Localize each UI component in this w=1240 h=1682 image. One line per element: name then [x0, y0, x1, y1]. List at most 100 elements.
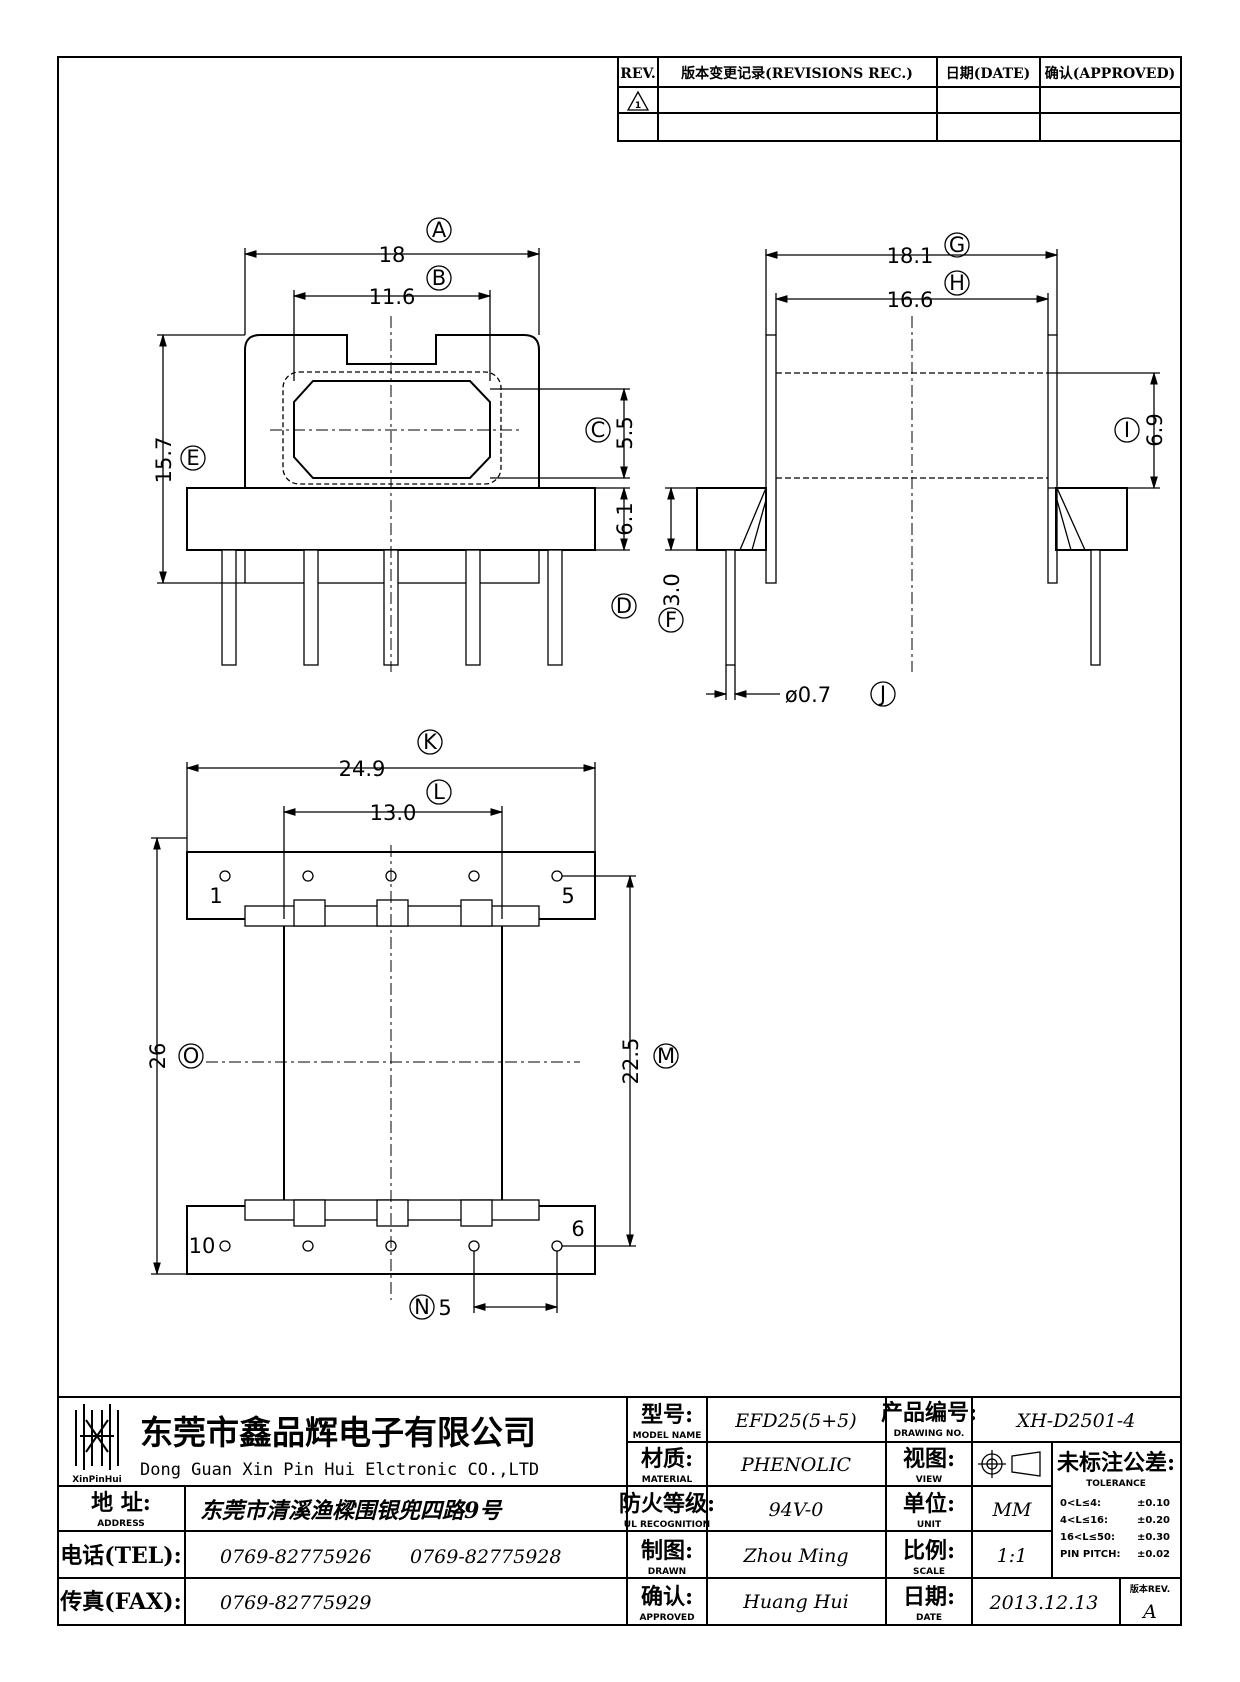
tolerance-range-3: 16<L≤50:: [1060, 1532, 1115, 1543]
rev-header: REV.: [620, 66, 656, 82]
dimension-O-value: 26: [146, 1043, 170, 1070]
approved-label: 确认:: [641, 1584, 693, 1610]
dimension-D-letter: D: [616, 594, 632, 618]
revision-triangle-icon: 1: [626, 90, 650, 111]
svg-text:DATE: DATE: [916, 1613, 942, 1623]
dimension-A-value: 18: [379, 243, 406, 267]
svg-text:1: 1: [635, 101, 641, 111]
pin-10-label: 10: [189, 1234, 216, 1258]
dimension-B-value: 11.6: [369, 285, 416, 309]
tolerance-value-2: ±0.20: [1137, 1515, 1170, 1526]
front-view-dimensions: 18 A 11.6 B 5.5 C 6.1 D 15.7 E: [152, 217, 637, 619]
dimension-B-letter: B: [432, 266, 446, 290]
date-header: 日期(DATE): [946, 66, 1031, 82]
dimension-E-value: 15.7: [152, 437, 176, 484]
drawn-value: Zhou Ming: [742, 1545, 848, 1567]
company-name-en: Dong Guan Xin Pin Hui Elctronic CO.,LTD: [140, 1460, 539, 1480]
bottom-view-dimensions: 24.9 K 13.0 L 22.5 M 5 N 26 O: [146, 729, 679, 1320]
third-angle-projection-icon: [978, 1450, 1041, 1478]
svg-text:DRAWN: DRAWN: [648, 1567, 686, 1577]
model-label: 型号:: [641, 1402, 693, 1428]
title-block: XinPinHui 东莞市鑫品辉电子有限公司 Dong Guan Xin Pin…: [58, 1396, 1181, 1625]
pin-1-label: 1: [209, 884, 222, 908]
dimension-O-letter: O: [183, 1044, 200, 1068]
svg-text:DRAWING NO.: DRAWING NO.: [894, 1429, 965, 1439]
company-name-cn: 东莞市鑫品辉电子有限公司: [140, 1413, 536, 1452]
svg-text:TOLERANCE: TOLERANCE: [1086, 1479, 1146, 1489]
rev-value: A: [1141, 1601, 1157, 1623]
tolerance-value-3: ±0.30: [1137, 1532, 1170, 1543]
tolerance-range-1: 0<L≤4:: [1060, 1498, 1101, 1509]
svg-text:MODEL NAME: MODEL NAME: [633, 1431, 702, 1441]
svg-text:VIEW: VIEW: [916, 1475, 942, 1485]
front-view: [186, 316, 596, 672]
ul-value: 94V-0: [769, 1499, 824, 1521]
bottom-view: 1 5 10 6: [186, 845, 596, 1300]
dimension-M-value: 22.5: [619, 1038, 643, 1085]
dimension-H-value: 16.6: [887, 288, 934, 312]
dimension-H-letter: H: [949, 271, 965, 295]
svg-text:SCALE: SCALE: [913, 1567, 945, 1577]
fax-value: 0769-82775929: [220, 1592, 371, 1614]
dimension-D-value: 6.1: [613, 502, 637, 535]
unit-label: 单位:: [903, 1491, 955, 1517]
dimension-N-letter: N: [414, 1295, 430, 1319]
tel-label: 电话(TEL):: [60, 1543, 182, 1569]
address-label-en: ADDRESS: [97, 1519, 145, 1529]
company-logo: XinPinHui: [72, 1404, 122, 1485]
tolerance-range-4: PIN PITCH:: [1060, 1549, 1120, 1560]
dimension-F-letter: F: [665, 608, 677, 632]
dimension-A-letter: A: [432, 218, 447, 242]
side-view-dimensions: 18.1 G 16.6 H 6.9 I 3.0 F ø0.7 J: [658, 232, 1167, 707]
address-label: 地 址:: [91, 1490, 151, 1516]
material-label: 材质:: [641, 1446, 693, 1472]
unit-value: MM: [992, 1499, 1032, 1521]
ul-label: 防火等级:: [619, 1491, 715, 1517]
approved-value: Huang Hui: [742, 1591, 848, 1613]
dimension-L-letter: L: [433, 780, 445, 804]
dimension-J-letter: J: [878, 682, 886, 706]
svg-text:XinPinHui: XinPinHui: [72, 1475, 122, 1485]
view-label: 视图:: [903, 1446, 955, 1472]
dimension-F-value: 3.0: [660, 573, 684, 606]
dimension-N-value: 5: [438, 1296, 451, 1320]
rev-label: 版本REV.: [1129, 1583, 1170, 1595]
svg-text:UL RECOGNITION: UL RECOGNITION: [624, 1520, 710, 1530]
dimension-I-value: 6.9: [1143, 413, 1167, 446]
scale-label: 比例:: [903, 1538, 955, 1564]
tolerance-range-2: 4<L≤16:: [1060, 1515, 1108, 1526]
tel-2: 0769-82775928: [410, 1546, 561, 1568]
model-value: EFD25(5+5): [734, 1410, 856, 1432]
drawn-label: 制图:: [641, 1538, 693, 1564]
drawing-border: [57, 56, 1182, 1626]
address-value: 东莞市清溪渔樑围银兜四路9号: [200, 1498, 503, 1524]
dimension-K-letter: K: [423, 730, 438, 754]
side-view: [696, 316, 1128, 672]
svg-text:APPROVED: APPROVED: [639, 1613, 694, 1623]
svg-text:MATERIAL: MATERIAL: [642, 1475, 693, 1485]
drawing-no-value: XH-D2501-4: [1015, 1410, 1136, 1432]
dimension-J-value: ø0.7: [785, 683, 831, 707]
tolerance-value-4: ±0.02: [1137, 1549, 1170, 1560]
dimension-C-value: 5.5: [613, 416, 637, 449]
pin-5-label: 5: [561, 884, 574, 908]
dimension-I-letter: I: [1124, 418, 1130, 442]
date-label: 日期:: [903, 1584, 955, 1610]
fax-label: 传真(FAX):: [59, 1589, 181, 1615]
tolerance-label: 未标注公差:: [1057, 1450, 1175, 1476]
dimension-G-letter: G: [949, 233, 965, 257]
material-value: PHENOLIC: [740, 1454, 852, 1476]
dimension-G-value: 18.1: [887, 244, 934, 268]
pin-6-label: 6: [571, 1217, 584, 1241]
tolerance-value-1: ±0.10: [1137, 1498, 1170, 1509]
dimension-M-letter: M: [657, 1044, 675, 1068]
dimension-E-letter: E: [186, 446, 199, 470]
revision-table: REV. 版本变更记录(REVISIONS REC.) 日期(DATE) 确认(…: [617, 56, 1182, 142]
approved-header: 确认(APPROVED): [1045, 65, 1175, 82]
date-value: 2013.12.13: [989, 1592, 1099, 1614]
dimension-K-value: 24.9: [339, 757, 386, 781]
dimension-L-value: 13.0: [370, 801, 417, 825]
revisions-header: 版本变更记录(REVISIONS REC.): [681, 65, 913, 82]
scale-value: 1:1: [997, 1545, 1028, 1567]
